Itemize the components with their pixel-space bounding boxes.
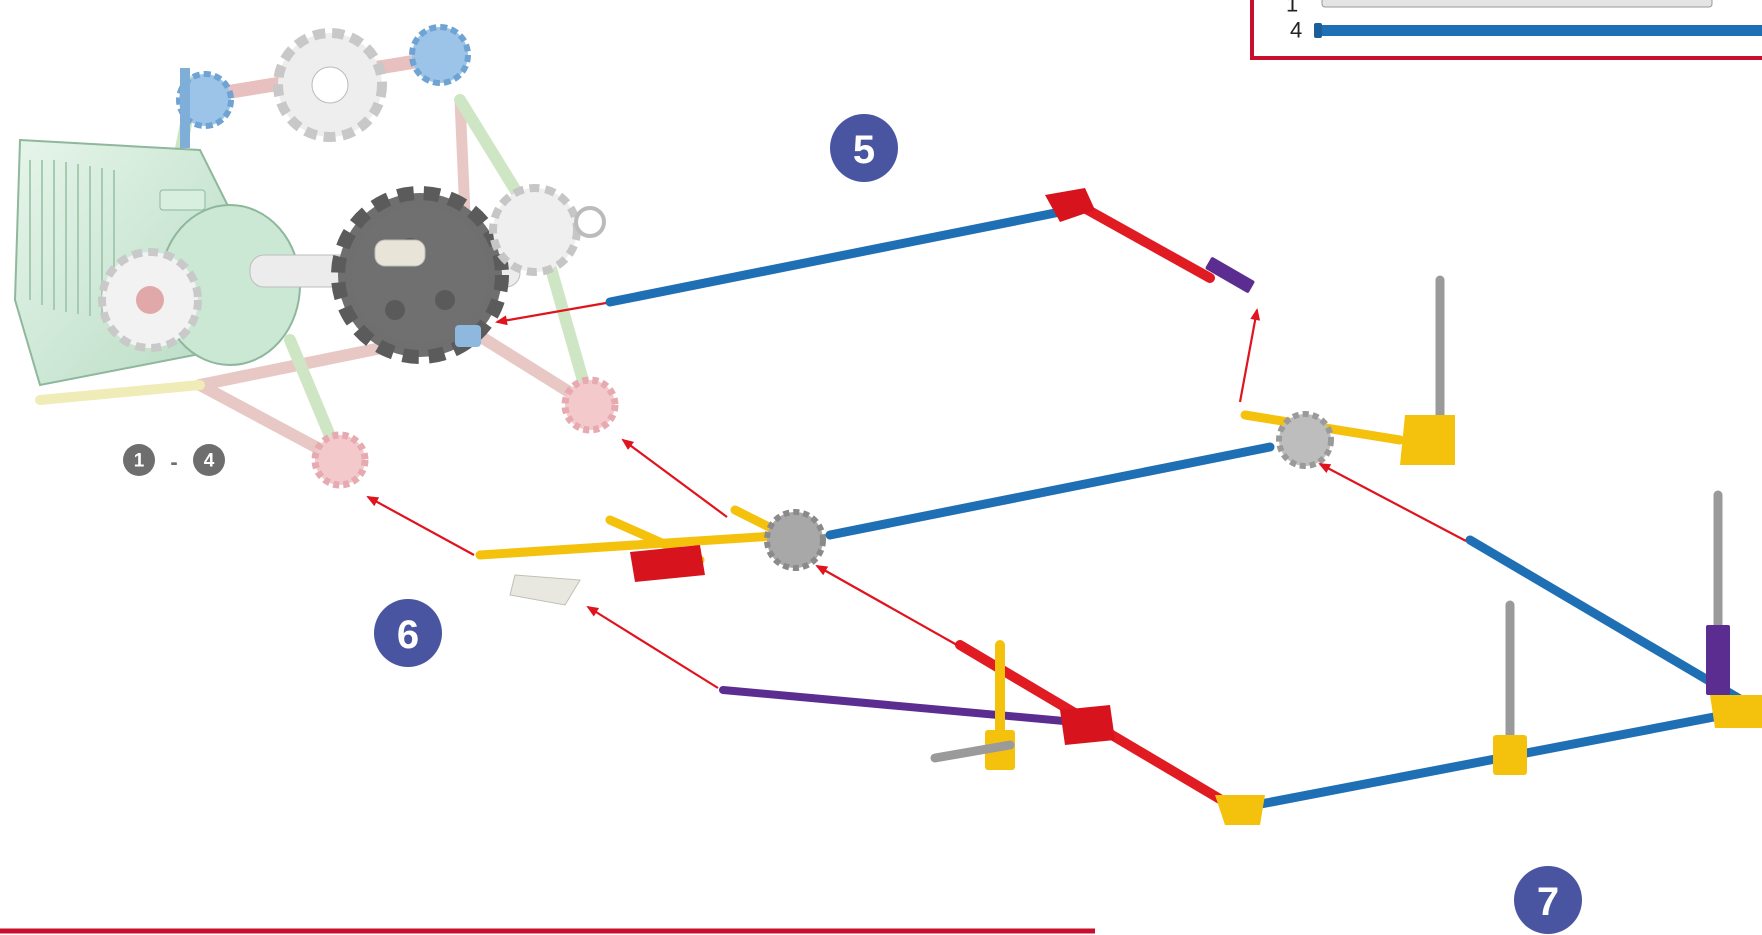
- step-range-dash: -: [170, 450, 177, 475]
- arrow: [815, 565, 958, 646]
- arrow: [1238, 308, 1261, 403]
- arrow: [586, 605, 719, 689]
- purple-connector: [1205, 257, 1255, 293]
- cam-collar: [374, 239, 426, 267]
- parts-legend: 1 4: [1250, 0, 1762, 60]
- red-connector: [630, 545, 705, 582]
- legend-count-4: 4: [1290, 18, 1302, 43]
- grey-rod: [930, 740, 1015, 763]
- red-corner-connector: [1045, 188, 1095, 222]
- yellow-rod: [475, 530, 795, 560]
- step-5-badge: 5: [830, 114, 898, 182]
- step-7-frame: [719, 490, 1762, 825]
- arrow: [366, 496, 475, 556]
- step-badge-circle: [1514, 866, 1582, 934]
- big-grey-gear-face: [352, 207, 488, 343]
- assembly-arrows: [366, 301, 1467, 689]
- step-6-assembly: [475, 505, 826, 606]
- step-range-start: 1: [134, 451, 145, 472]
- grey-star-connector: [1276, 411, 1334, 469]
- blue-clip: [180, 68, 190, 148]
- white-connector: [509, 574, 581, 606]
- legend-white-rod: [1321, 0, 1713, 8]
- middle-star-assembly: [1240, 275, 1455, 469]
- yellow-corner-connector: [1400, 415, 1455, 465]
- arrow: [495, 301, 607, 326]
- legend-blue-rod-end: [1314, 23, 1322, 38]
- step-5-assembly: [1045, 188, 1255, 293]
- step-7-number: 7: [1537, 880, 1559, 924]
- motor-assembly: [13, 24, 619, 489]
- step-badge-circle: [374, 599, 442, 667]
- motor-gear-hub: [136, 286, 164, 314]
- step-range-end: 4: [204, 451, 215, 472]
- motor-switch: [159, 189, 206, 211]
- pink-gear: [561, 376, 619, 434]
- pink-gear: [311, 431, 369, 489]
- grey-star-connector: [764, 509, 826, 571]
- yellow-corner-connector: [1710, 695, 1762, 728]
- blue-snap-connector: [455, 325, 481, 347]
- step-7-badge: 7: [1514, 866, 1582, 934]
- purple-rod: [719, 686, 1079, 726]
- step-badge-4: [193, 444, 225, 476]
- right-white-gear: [489, 184, 581, 276]
- step-badge-circle: [830, 114, 898, 182]
- blue-rods: [605, 207, 1755, 813]
- step-5-number: 5: [853, 128, 875, 172]
- arrow: [1318, 463, 1467, 542]
- legend-count-1: 1: [1286, 0, 1298, 17]
- blue-connector: [176, 71, 234, 129]
- legend-blue-rod: [1318, 25, 1762, 36]
- top-white-gear-hub: [311, 66, 349, 104]
- gear-hole: [435, 290, 455, 310]
- yellow-connector: [1493, 735, 1527, 775]
- red-connector: [1060, 705, 1115, 745]
- blue-rod: [825, 442, 1275, 540]
- arrow: [621, 438, 728, 518]
- crank-ring: [574, 206, 606, 238]
- blue-rod: [1235, 707, 1745, 813]
- gear-hole: [385, 300, 405, 320]
- yellow-corner-connector: [1215, 795, 1265, 825]
- blue-rod: [1465, 535, 1755, 710]
- blue-rod: [605, 207, 1065, 307]
- red-rod: [1065, 195, 1215, 283]
- step-range-badge: 1 - 4: [123, 444, 225, 476]
- blue-connector: [409, 24, 471, 86]
- step-6-number: 6: [397, 613, 419, 657]
- yellow-connector-pale: [35, 380, 205, 405]
- purple-connector: [1706, 625, 1730, 695]
- step-badge-1: [123, 444, 155, 476]
- step-6-badge: 6: [374, 599, 442, 667]
